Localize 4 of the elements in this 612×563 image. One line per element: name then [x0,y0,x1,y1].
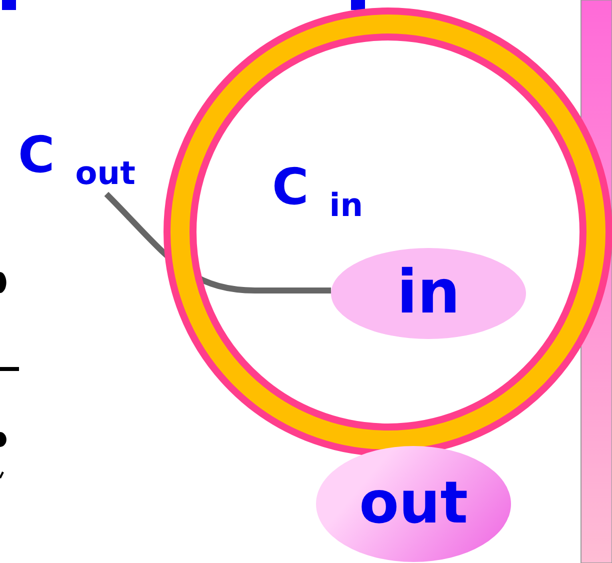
region-label: out [359,468,468,537]
concentration-label: C $_{in}$ [272,158,364,224]
concentration-label: C $_{out}$ [18,126,136,192]
region-label: in [396,257,460,328]
